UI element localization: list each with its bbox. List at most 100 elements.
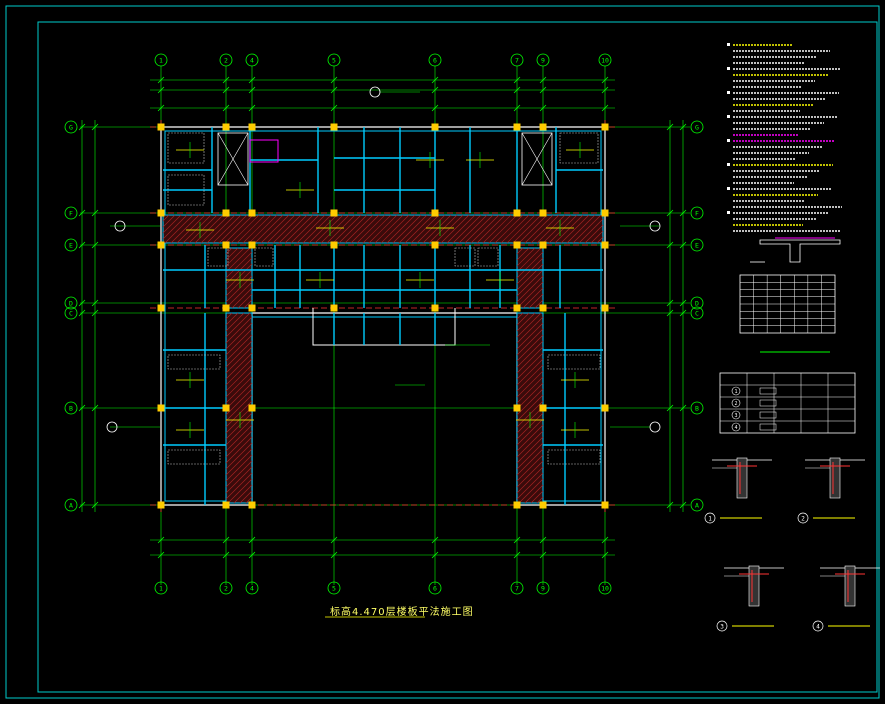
dimension-tick xyxy=(666,309,674,317)
dimension-tick xyxy=(601,551,609,559)
detail-4-marker xyxy=(812,620,824,632)
hatch-line xyxy=(554,214,584,244)
dimension-tick xyxy=(78,123,86,131)
column xyxy=(222,304,230,312)
dimension-tick xyxy=(78,309,86,317)
column xyxy=(248,241,256,249)
legend-marker-label: 2 xyxy=(734,401,737,407)
grid-bubble-bottom-label: 7 xyxy=(515,585,519,593)
hatch-line xyxy=(225,424,253,452)
hatch-line xyxy=(516,281,544,309)
hatch-line xyxy=(404,214,434,244)
hatch-line xyxy=(225,448,253,476)
hatch-line xyxy=(516,370,544,398)
entrance-wall xyxy=(312,308,456,346)
grid-bubble-bottom xyxy=(245,581,259,595)
grid-bubble-top xyxy=(536,53,550,67)
section-marker xyxy=(369,86,381,98)
hatch-line xyxy=(516,312,536,332)
detail-3-marker-label: 3 xyxy=(720,624,724,631)
hatch-line xyxy=(516,436,544,464)
hatch-line xyxy=(225,312,239,326)
hatch-line xyxy=(522,287,544,309)
stair-outline xyxy=(217,132,249,186)
hatch-line xyxy=(225,247,233,255)
column xyxy=(157,241,165,249)
section-marker xyxy=(106,421,118,433)
hatch-line xyxy=(225,436,253,464)
legend-marker-label: 3 xyxy=(734,413,737,419)
fixture-box xyxy=(547,449,601,465)
column xyxy=(539,209,547,217)
legend-marker xyxy=(731,410,741,420)
hatch-line xyxy=(596,236,604,244)
hatch-line xyxy=(225,340,253,368)
hatch-line xyxy=(242,214,272,244)
dimension-tick xyxy=(330,551,338,559)
hatch-line xyxy=(225,418,253,446)
grid-bubble-left-label: F xyxy=(69,210,73,218)
note-bullet xyxy=(727,67,730,70)
hatch-line xyxy=(516,424,544,452)
grid-bubble-right xyxy=(690,306,704,320)
hatch-line xyxy=(516,247,530,261)
hatch-line xyxy=(452,214,482,244)
column xyxy=(601,123,609,131)
grid-bubble-right-label: B xyxy=(695,405,699,413)
hatch-line xyxy=(225,247,245,267)
grid-bubble-left xyxy=(64,120,78,134)
hatch-line xyxy=(290,214,320,244)
drawing-title: 标高4.470层楼板平法施工图 xyxy=(330,607,474,618)
hatch-line xyxy=(542,214,572,244)
hatch-line xyxy=(428,214,458,244)
hatch-line xyxy=(162,214,188,240)
column xyxy=(513,404,521,412)
hatch-line xyxy=(225,251,253,279)
grid-bubble-top xyxy=(327,53,341,67)
hatch-line xyxy=(516,247,542,273)
hatch-line xyxy=(225,472,253,500)
dimension-tick xyxy=(666,404,674,412)
hatch-line xyxy=(225,388,253,416)
hatch-line xyxy=(260,214,290,244)
fixture-box xyxy=(167,354,221,370)
hatch-line xyxy=(225,400,253,428)
dimension-tick xyxy=(679,123,687,131)
column xyxy=(513,209,521,217)
grid-bubble-bottom-label: 9 xyxy=(541,585,545,593)
column xyxy=(601,304,609,312)
hatch-line xyxy=(225,382,253,410)
legend-swatch xyxy=(759,411,777,419)
hatch-line xyxy=(225,334,253,362)
hatch-line xyxy=(272,214,302,244)
hatch-line xyxy=(446,214,476,244)
hatch-line xyxy=(350,214,380,244)
hatch-line xyxy=(225,430,253,458)
grid-bubble-left xyxy=(64,401,78,415)
sheet-outer-border xyxy=(5,5,880,699)
column xyxy=(248,304,256,312)
hatch-line xyxy=(530,490,544,504)
section-marker xyxy=(649,220,661,232)
hatch-line xyxy=(225,312,251,338)
dimension-tick xyxy=(431,551,439,559)
dimension-tick xyxy=(679,309,687,317)
column xyxy=(222,123,230,131)
grid-bubble-left-label: G xyxy=(69,124,73,132)
column xyxy=(601,404,609,412)
column xyxy=(601,209,609,217)
hatch-line xyxy=(225,263,253,291)
grid-bubble-left-label: E xyxy=(69,242,73,250)
dimension-tick xyxy=(91,404,99,412)
hatch-line xyxy=(584,224,604,244)
hatch-line xyxy=(224,214,254,244)
grid-bubble-top xyxy=(154,53,168,67)
grid-bubble-right-label: C xyxy=(695,310,699,318)
dimension-tick xyxy=(666,241,674,249)
hatch-line xyxy=(518,214,548,244)
grid-bubble-right-label: A xyxy=(695,502,699,510)
grid-bubble-bottom xyxy=(598,581,612,595)
hatch-line xyxy=(516,376,544,404)
